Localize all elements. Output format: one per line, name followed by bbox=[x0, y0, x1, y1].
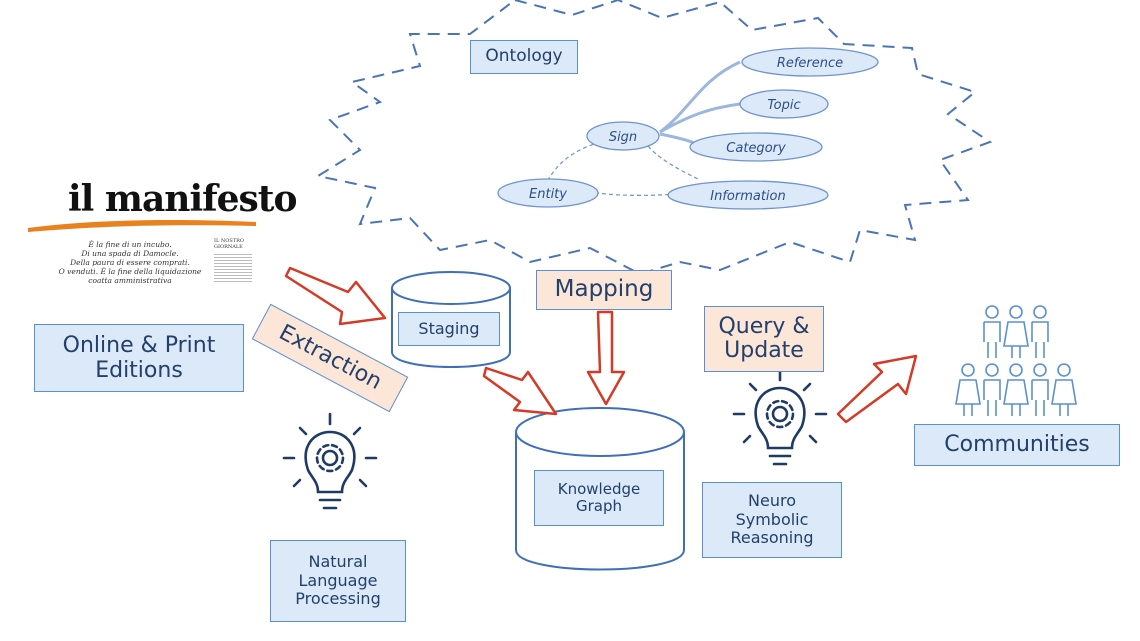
lightbulb-gear-icon bbox=[732, 368, 828, 466]
neuro-symbolic-reasoning-label: Neuro Symbolic Reasoning bbox=[702, 482, 842, 558]
node-entity[interactable] bbox=[497, 178, 599, 208]
online-print-editions-label: Online & Print Editions bbox=[34, 324, 244, 392]
query-update-label: Query & Update bbox=[704, 306, 824, 372]
ontology-nodes: Reference Topic Sign Category Entity Inf… bbox=[497, 47, 879, 210]
lightbulb-gear-icon bbox=[282, 412, 378, 510]
headline-line-3: Della paura di essere comprati. bbox=[70, 258, 190, 267]
nlp-label: Natural Language Processing bbox=[270, 540, 406, 622]
red-arrow-icon bbox=[284, 266, 387, 326]
headline-line-5: coatta amministrativa bbox=[88, 276, 172, 285]
newspaper-sidebar-text bbox=[214, 254, 252, 284]
people-group-icon bbox=[955, 305, 1077, 416]
knowledge-graph-label: Knowledge Graph bbox=[534, 470, 664, 526]
arrows bbox=[284, 266, 918, 424]
node-information-label: Information bbox=[710, 189, 785, 204]
headline-line-4: O venduti. È la fine della liquidazione bbox=[58, 267, 202, 276]
node-reference-label: Reference bbox=[777, 56, 843, 71]
node-reference[interactable] bbox=[741, 47, 879, 77]
headline-line-1: È la fine di un incubo. bbox=[88, 240, 172, 249]
newspaper-masthead: il manifesto bbox=[68, 178, 297, 220]
node-sign-label: Sign bbox=[609, 130, 637, 145]
masthead-swoosh bbox=[28, 220, 256, 232]
communities-label: Communities bbox=[914, 424, 1120, 466]
red-arrow-icon bbox=[586, 310, 626, 406]
node-topic[interactable] bbox=[739, 89, 829, 119]
red-arrow-icon bbox=[482, 366, 558, 416]
node-category[interactable] bbox=[689, 132, 823, 162]
ontology-edges bbox=[547, 60, 741, 196]
newspaper-sidebar-title: IL NOSTRO GIORNALE bbox=[214, 238, 244, 250]
node-information[interactable] bbox=[667, 180, 829, 210]
node-entity-label: Entity bbox=[529, 187, 567, 202]
mapping-label: Mapping bbox=[536, 270, 672, 310]
node-category-label: Category bbox=[726, 141, 786, 156]
node-topic-label: Topic bbox=[767, 98, 800, 113]
red-arrow-icon bbox=[836, 354, 918, 424]
headline-line-2: Di una spada di Damocle. bbox=[81, 249, 179, 258]
node-sign[interactable] bbox=[586, 121, 660, 151]
newspaper-clipping: il manifesto È la fine di un incubo. Di … bbox=[28, 178, 297, 290]
ontology-title: Ontology bbox=[470, 40, 578, 74]
staging-label: Staging bbox=[398, 312, 500, 346]
